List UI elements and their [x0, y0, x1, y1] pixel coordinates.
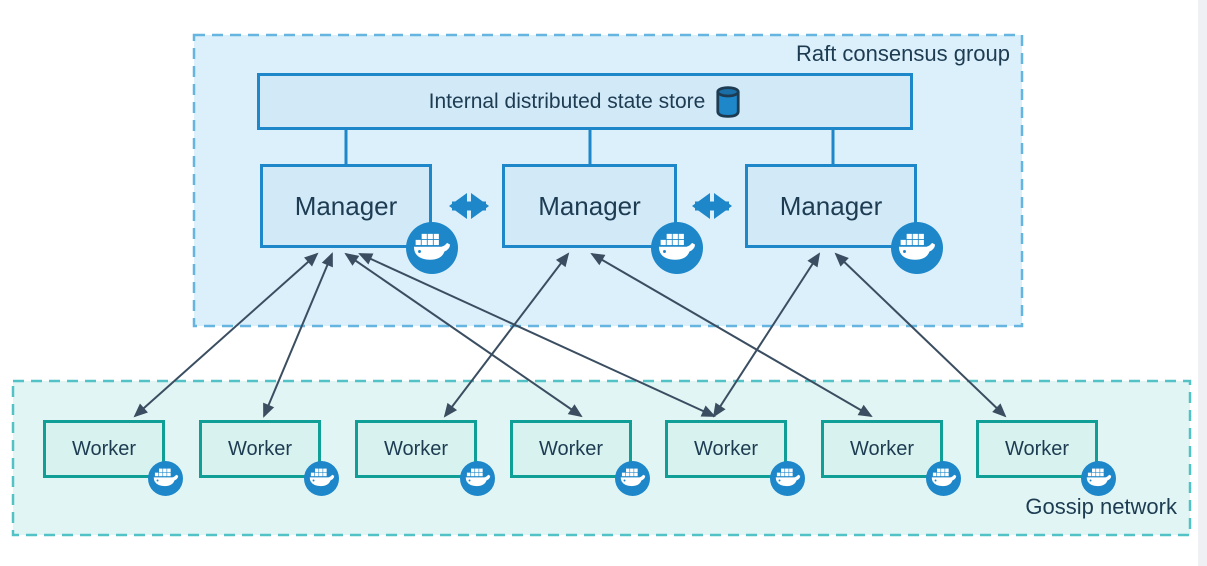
worker-label: Worker	[693, 437, 759, 460]
worker-node-4: Worker	[510, 420, 632, 478]
docker-whale-icon	[615, 461, 650, 496]
worker-label: Worker	[227, 437, 293, 460]
manager-node-1: Manager	[260, 164, 432, 248]
worker-label: Worker	[383, 437, 449, 460]
database-cylinder-icon	[715, 85, 741, 119]
manager-label: Manager	[294, 190, 398, 221]
store-to-manager-connectors	[344, 130, 835, 164]
manager-label: Manager	[538, 190, 641, 221]
manager-to-worker-arrows	[133, 252, 1007, 418]
docker-whale-icon	[148, 461, 183, 496]
worker-node-7: Worker	[976, 420, 1098, 478]
window-edge-strip	[1198, 0, 1207, 566]
worker-node-6: Worker	[821, 420, 943, 478]
manager-node-2: Manager	[502, 164, 677, 248]
worker-label: Worker	[71, 437, 137, 460]
docker-whale-icon	[1081, 461, 1116, 496]
manager-label: Manager	[779, 190, 883, 221]
docker-whale-icon	[926, 461, 961, 496]
docker-whale-icon	[651, 222, 703, 274]
worker-label: Worker	[1004, 437, 1070, 460]
docker-whale-icon	[460, 461, 495, 496]
manager-node-3: Manager	[745, 164, 917, 248]
docker-whale-icon	[770, 461, 805, 496]
raft-consensus-group-label: Raft consensus group	[795, 41, 1010, 66]
docker-whale-icon	[406, 222, 458, 274]
docker-whale-icon	[891, 222, 943, 274]
worker-node-2: Worker	[199, 420, 321, 478]
state-store-box: Internal distributed state store	[257, 73, 913, 130]
worker-node-3: Worker	[355, 420, 477, 478]
gossip-network-label: Gossip network	[1025, 494, 1177, 519]
state-store-label: Internal distributed state store	[428, 89, 706, 113]
worker-label: Worker	[538, 437, 604, 460]
docker-whale-icon	[304, 461, 339, 496]
worker-node-5: Worker	[665, 420, 787, 478]
worker-node-1: Worker	[43, 420, 165, 478]
worker-label: Worker	[849, 437, 915, 460]
